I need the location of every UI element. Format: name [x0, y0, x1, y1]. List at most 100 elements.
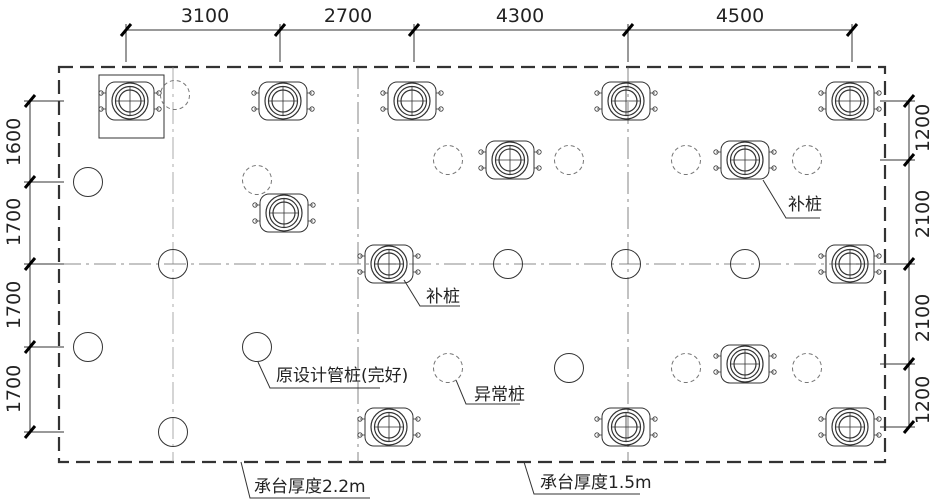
dim-right-3: 2100: [912, 294, 934, 342]
bolt-arm: [716, 151, 774, 169]
pile-cap-outline: [57, 65, 887, 464]
dim-tick-right: [902, 153, 916, 167]
label-supplement-pile-1: 补桩: [788, 195, 822, 215]
pile-outer-ring: [607, 408, 645, 446]
pile-plate: [105, 81, 155, 121]
bolt-arm: [255, 204, 313, 222]
pile-mid-ring: [729, 348, 761, 380]
original-pile-intact: [158, 417, 188, 447]
label-supplement-pile-2: 补桩: [426, 287, 460, 307]
dim-right-4: 1200: [912, 376, 934, 424]
pile-mid-ring: [834, 248, 866, 280]
bolt-arm: [597, 92, 655, 110]
pile-mid-ring: [114, 85, 146, 117]
dim-tick-right: [902, 94, 916, 108]
pile-outer-ring: [831, 408, 869, 446]
dim-tick-left: [23, 340, 37, 354]
leader-cap-thickness-left: [240, 461, 370, 499]
supplement-pile-symbol: [594, 407, 658, 447]
pile-outer-ring: [370, 245, 408, 283]
pile-outer-ring: [264, 82, 302, 120]
original-pile-intact: [242, 332, 272, 362]
dim-tick-top: [273, 23, 287, 37]
pile-outer-ring: [831, 245, 869, 283]
pile-outer-ring: [491, 141, 529, 179]
dim-tick-left: [23, 175, 37, 189]
bolt-arm: [597, 418, 655, 436]
bolt-arm: [101, 92, 159, 110]
supplement-pile-symbol: [252, 193, 316, 233]
leader-supplement-pile-2: [403, 279, 460, 307]
supplement-pile-symbol: [357, 407, 421, 447]
dim-top-1: 3100: [181, 5, 229, 27]
original-pile-intact: [158, 249, 188, 279]
pile-plate: [364, 244, 414, 284]
abnormal-pile: [671, 353, 701, 383]
dim-tick-right: [902, 257, 916, 271]
bolt-arm: [716, 355, 774, 373]
dim-tick-top: [845, 23, 859, 37]
pile-outer-ring: [831, 82, 869, 120]
dim-top-2: 2700: [324, 5, 372, 27]
dim-tick-top: [407, 23, 421, 37]
pile-plate: [258, 81, 308, 121]
pile-mid-ring: [373, 411, 405, 443]
label-cap-thickness-right: 承台厚度1.5m: [540, 473, 652, 493]
dim-left-2: 1700: [3, 198, 25, 246]
pile-plate: [485, 140, 535, 180]
supplement-pile-symbol: [818, 407, 882, 447]
bolt-arm: [254, 92, 312, 110]
dim-right-1: 1200: [912, 104, 934, 152]
pile-plate: [259, 193, 309, 233]
bolt-arm: [821, 92, 879, 110]
original-pile-intact: [493, 249, 523, 279]
pile-mid-ring: [729, 144, 761, 176]
pile-outer-ring: [607, 82, 645, 120]
pile-mid-ring: [373, 248, 405, 280]
supplement-pile-symbol: [713, 140, 777, 180]
original-pile-intact: [554, 353, 584, 383]
pile-mid-ring: [834, 411, 866, 443]
leader-abnormal-pile: [455, 379, 520, 405]
dim-top-3: 4300: [496, 5, 544, 27]
supplement-pile-symbol: [818, 244, 882, 284]
dim-top-4: 4500: [716, 5, 764, 27]
abnormal-pile: [433, 353, 463, 383]
supplement-pile-symbol: [98, 81, 162, 121]
pile-plate: [387, 81, 437, 121]
pile-mid-ring: [610, 411, 642, 443]
bolt-arm: [360, 255, 418, 273]
original-pile-intact: [611, 249, 641, 279]
dim-tick-left: [23, 257, 37, 271]
bolt-arm: [481, 151, 539, 169]
abnormal-pile: [433, 145, 463, 175]
leader-supplement-pile-1: [762, 179, 820, 219]
supplement-pile-symbol: [251, 81, 315, 121]
highlight-box: [98, 74, 165, 139]
bolt-arm: [821, 255, 879, 273]
dim-tick-right: [902, 357, 916, 371]
pile-plate: [825, 81, 875, 121]
pile-outer-ring: [111, 82, 149, 120]
dim-left-1: 1600: [3, 118, 25, 166]
pile-plate: [825, 244, 875, 284]
bolt-arm: [383, 92, 441, 110]
dim-left-4: 1700: [3, 365, 25, 413]
supplement-pile-symbol: [594, 81, 658, 121]
pile-mid-ring: [267, 85, 299, 117]
original-pile-intact: [73, 167, 103, 197]
abnormal-pile: [792, 145, 822, 175]
pile-mid-ring: [610, 85, 642, 117]
abnormal-pile: [554, 145, 584, 175]
pile-plate: [825, 407, 875, 447]
abnormal-pile: [242, 165, 272, 195]
leader-cap-thickness-right: [523, 461, 640, 495]
abnormal-pile: [160, 80, 190, 110]
pile-plate: [601, 81, 651, 121]
pile-outer-ring: [393, 82, 431, 120]
pile-plate: [720, 140, 770, 180]
dim-tick-left: [23, 94, 37, 108]
pile-mid-ring: [268, 197, 300, 229]
dim-left-3: 1700: [3, 281, 25, 329]
supplement-pile-symbol: [713, 344, 777, 384]
